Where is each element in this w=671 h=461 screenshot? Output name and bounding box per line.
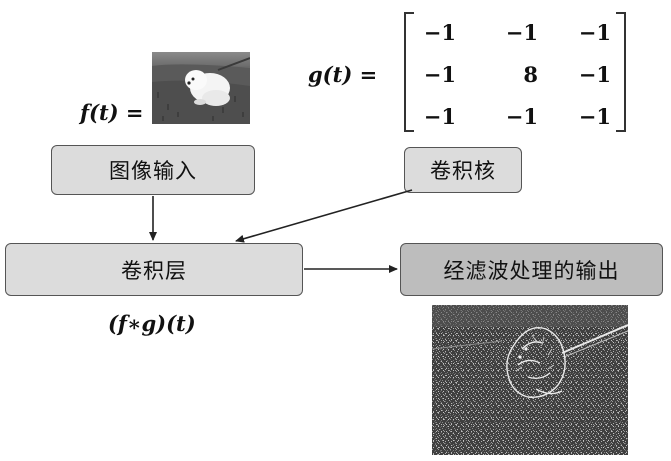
matrix-right-bracket — [616, 12, 626, 132]
kernel-box: 卷积核 — [404, 147, 522, 193]
conv-layer-box: 卷积层 — [5, 243, 303, 296]
conv-formula: (f∗g)(t) — [108, 311, 196, 336]
output-edge-image — [432, 305, 628, 455]
matrix-cell: −1 — [578, 104, 611, 129]
matrix-cell: 8 — [523, 62, 538, 87]
arrow-kernel-to-conv — [235, 189, 413, 243]
matrix-cell: −1 — [505, 20, 538, 45]
matrix-left-bracket — [404, 12, 414, 132]
input-dog-photo — [152, 52, 250, 124]
matrix-cell: −1 — [423, 62, 456, 87]
input-image-formula: f(t) = — [80, 100, 144, 125]
matrix-cell: −1 — [423, 104, 456, 129]
filtered-output-box: 经滤波处理的输出 — [400, 243, 663, 296]
matrix-cell: −1 — [578, 62, 611, 87]
matrix-cell: −1 — [578, 20, 611, 45]
image-input-box: 图像输入 — [51, 145, 255, 195]
matrix-cell: −1 — [423, 20, 456, 45]
matrix-cell: −1 — [505, 104, 538, 129]
kernel-formula: g(t) = — [308, 62, 378, 87]
